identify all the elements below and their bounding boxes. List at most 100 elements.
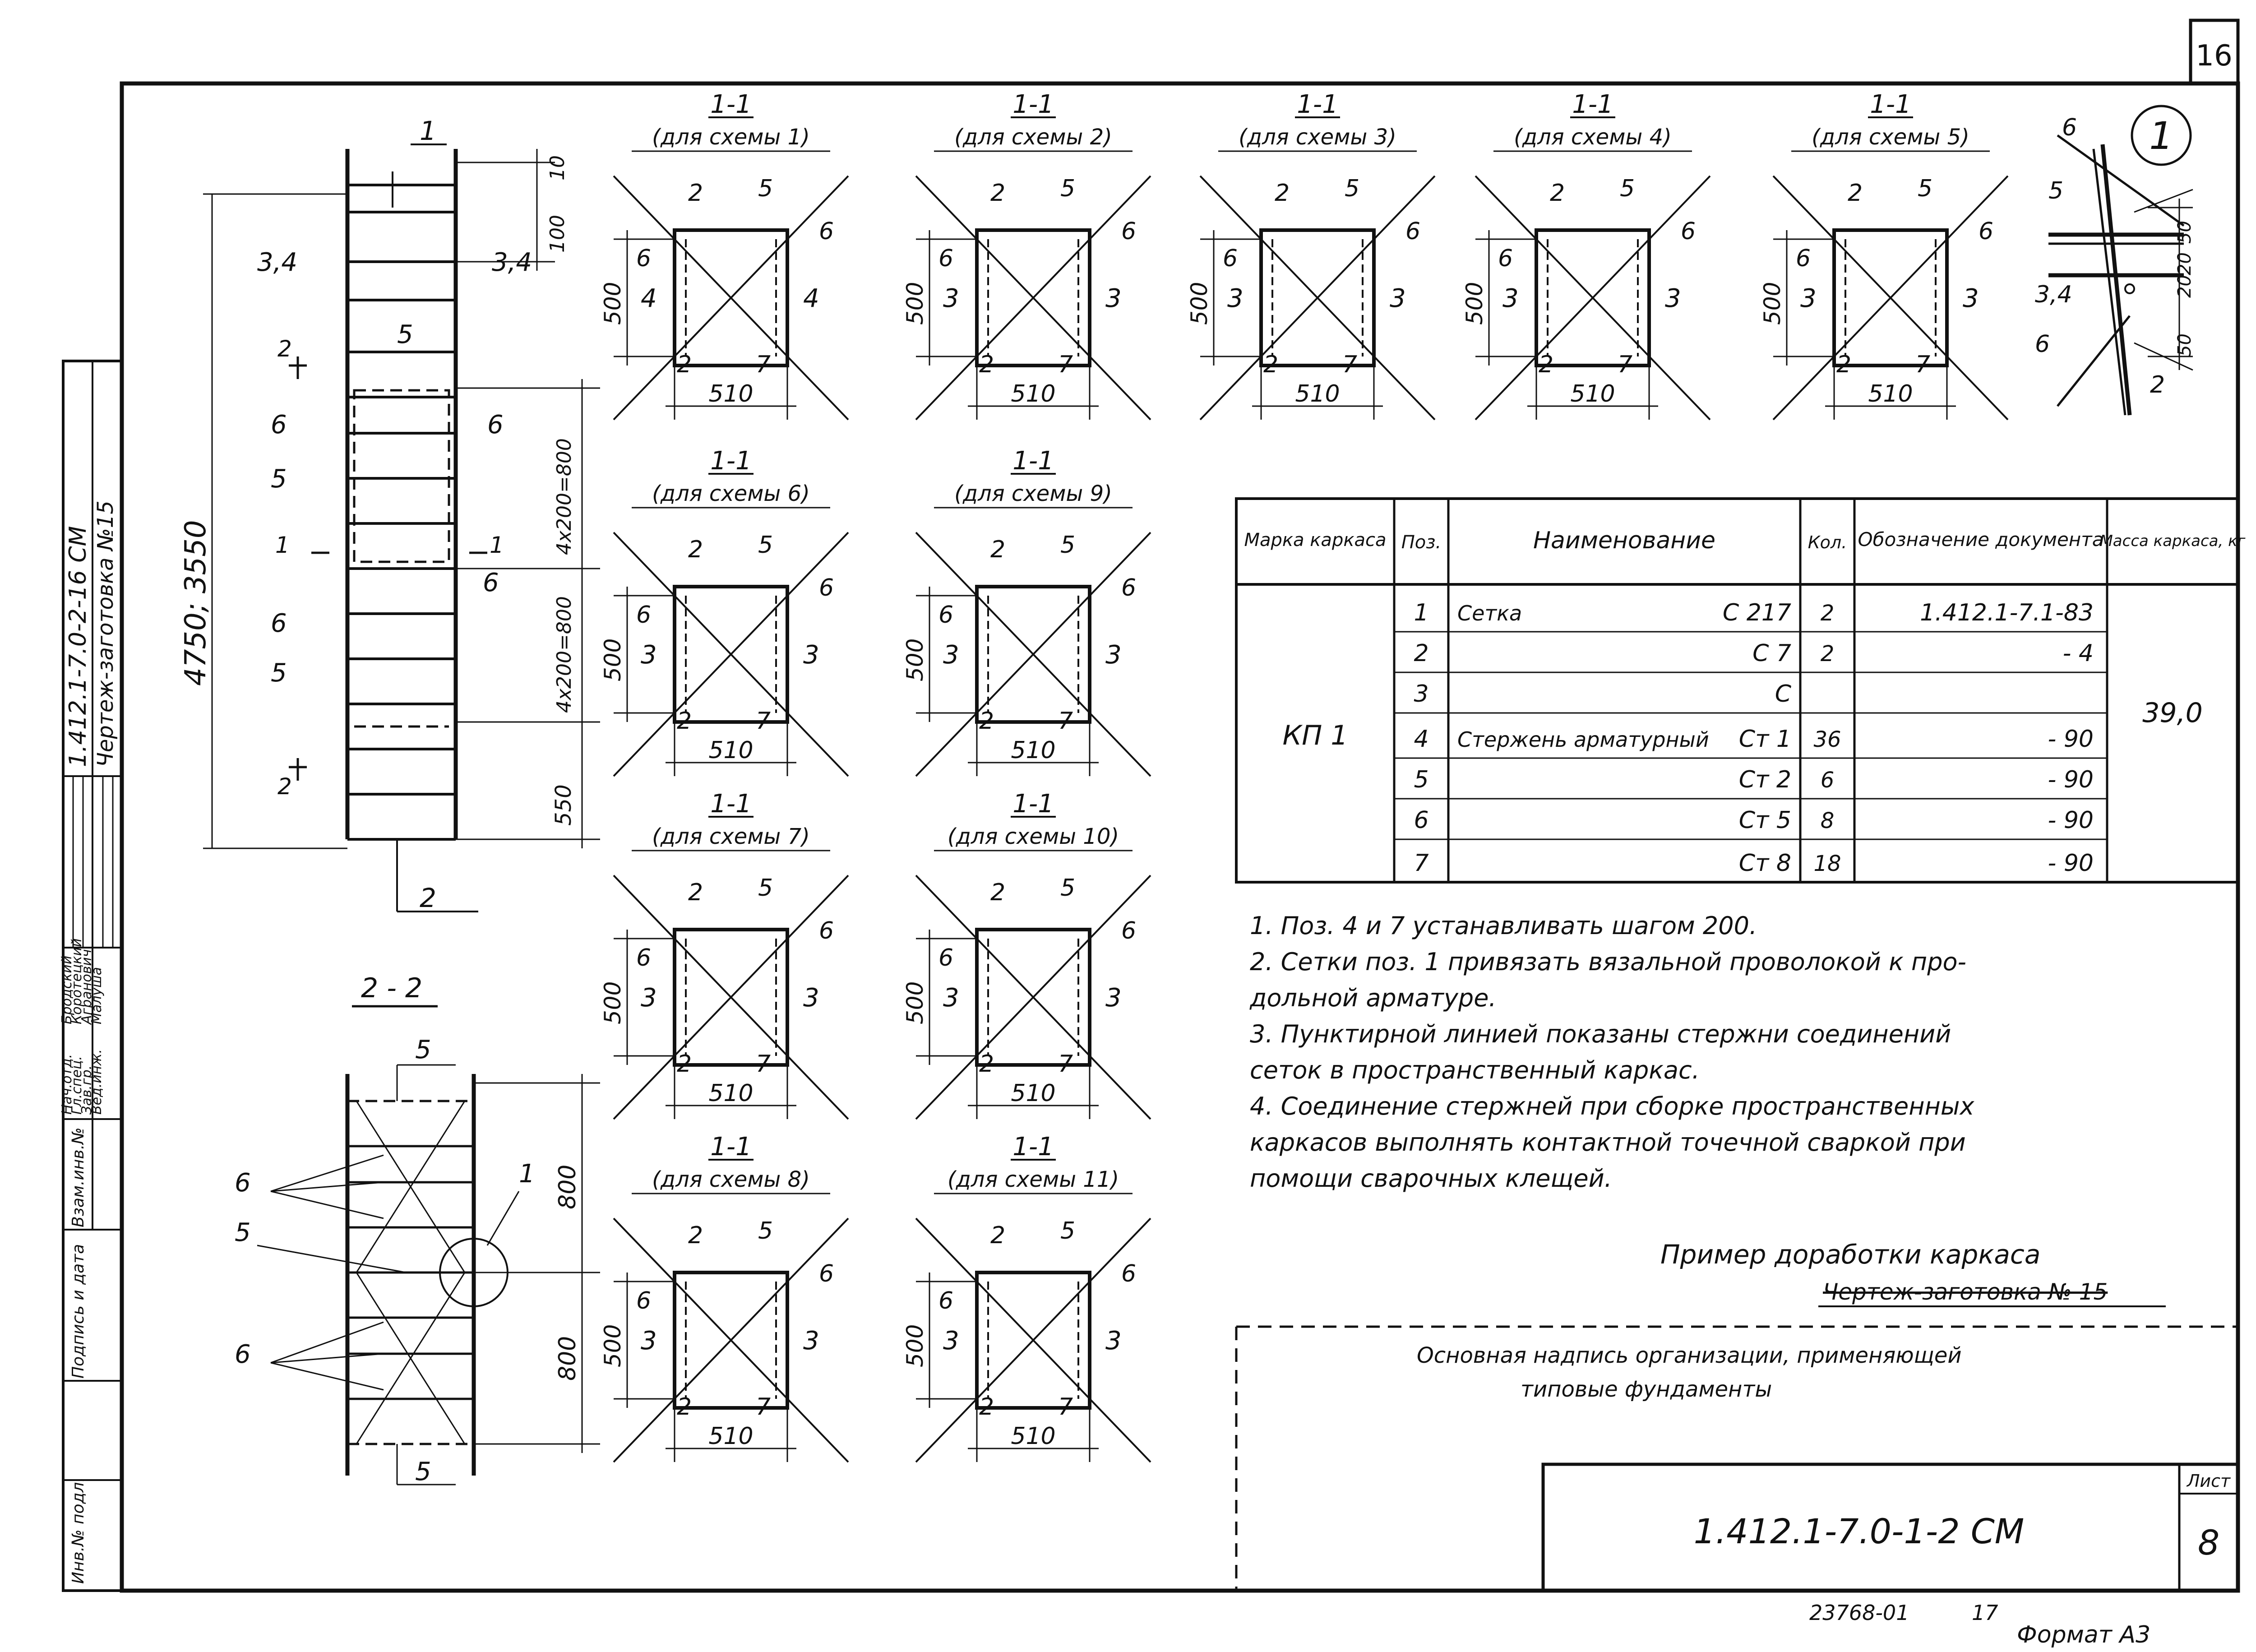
section-label-7: 7 — [1058, 708, 1073, 735]
elev-label-34-right: 3,4 — [492, 248, 532, 277]
side-stamp: 1.412.1-7.0-2-16 СМ Чертеж-заготовка №15… — [59, 360, 123, 1592]
node-dim-50b: 50 — [2174, 333, 2195, 356]
section-label-5: 5 — [758, 875, 773, 902]
note-line: 2. Сетки поз. 1 привязать вязальной пров… — [1250, 948, 1966, 976]
section-side-right: 3 — [1105, 983, 1122, 1013]
elev-label-5b: 5 — [271, 464, 287, 494]
elev-label-34-left: 3,4 — [257, 248, 297, 277]
archive-number: 23768-01 — [1809, 1601, 1909, 1625]
section-title: 1-1 — [710, 1132, 751, 1161]
section-dim-height: 500 — [600, 1324, 626, 1367]
example-title: Пример доработки каркаса — [1660, 1239, 2040, 1270]
elev-dim-lower: 4x200=800 — [553, 596, 576, 713]
section-label-2-bot: 2 — [1263, 351, 1278, 378]
stamp-role-4: Вед.инж. — [89, 1049, 105, 1115]
section-label-6-left: 6 — [636, 944, 651, 972]
note-line: помощи сварочных клещей. — [1250, 1164, 1612, 1193]
section-label-7: 7 — [756, 1393, 771, 1421]
section-label-5: 5 — [1060, 532, 1075, 559]
spec-row-doc: - 90 — [2048, 726, 2094, 753]
elev-dim-100: 100 — [546, 215, 569, 253]
section-subtitle: (для схемы 11) — [948, 1167, 1119, 1192]
spec-row-pos: 7 — [1414, 850, 1428, 877]
section-label-7: 7 — [1342, 351, 1357, 378]
section-label-2-bot: 2 — [1539, 351, 1553, 378]
org-note-line-2: типовые фундаменты — [1521, 1377, 1772, 1402]
title-area: Пример доработки каркаса Чертеж-заготовк… — [1235, 1239, 2240, 1648]
note-line: 3. Пунктирной линией показаны стержни со… — [1250, 1020, 1951, 1048]
elev-dim-10: 10 — [546, 155, 569, 180]
section-dim-height: 500 — [1461, 282, 1488, 325]
section-side-left: 3 — [641, 983, 657, 1013]
section-subtitle: (для схемы 5) — [1812, 125, 1969, 150]
section-label-5: 5 — [758, 175, 773, 202]
note-line: каркасов выполнять контактной точечной с… — [1250, 1128, 1966, 1157]
section-label-7: 7 — [756, 351, 771, 378]
node-label-6-bot: 6 — [2035, 331, 2050, 358]
section-dim-height: 500 — [902, 639, 928, 681]
s22-label-6a: 6 — [235, 1168, 251, 1198]
elev-label-2: 2 — [420, 883, 436, 913]
cell-mass: 39,0 — [2142, 697, 2203, 729]
th-qty: Кол. — [1808, 532, 1847, 552]
section-subtitle: (для схемы 8) — [652, 1167, 810, 1192]
node-label-2: 2 — [2150, 371, 2165, 398]
section-dim-height: 500 — [1759, 282, 1785, 325]
section-label-2-bot: 2 — [677, 1393, 692, 1421]
section-label-6-left: 6 — [1796, 245, 1811, 272]
section-dim-height: 500 — [902, 1324, 928, 1367]
section-label-5: 5 — [758, 532, 773, 559]
section-side-left: 3 — [943, 284, 959, 313]
section-label-2-top: 2 — [990, 536, 1005, 563]
section-2-2-title: 2 - 2 — [361, 972, 422, 1004]
th-mark: Марка каркаса — [1244, 530, 1386, 551]
archive-sub: 17 — [1972, 1601, 1998, 1625]
section-dim-width: 510 — [708, 1080, 753, 1107]
spec-row-pos: 3 — [1414, 680, 1428, 708]
stamp-name-2: Коротецкий — [69, 938, 85, 1024]
stamp-name-1: Бродский — [59, 956, 75, 1024]
stamp-col-original: Инв.№ подл. — [69, 1477, 88, 1584]
spec-row-doc: - 90 — [2048, 850, 2094, 877]
node-label-6-top: 6 — [2062, 114, 2077, 141]
elev-label-6c: 6 — [483, 568, 499, 597]
section-label-2-top: 2 — [1848, 180, 1863, 207]
spec-row-pos: 4 — [1414, 726, 1428, 753]
section-title: 1-1 — [1012, 789, 1054, 819]
section-subtitle: (для схемы 2) — [954, 125, 1112, 150]
section-subtitle: (для схемы 10) — [948, 824, 1119, 849]
elev-label-6b: 6 — [487, 410, 504, 440]
section-side-left: 4 — [641, 284, 657, 313]
spec-row-doc: - 90 — [2048, 766, 2094, 793]
section-title: 1-1 — [1870, 90, 1911, 119]
section-title: 1-1 — [710, 90, 751, 119]
section-subtitle: (для схемы 1) — [652, 125, 810, 150]
elev-label-6d: 6 — [271, 609, 287, 638]
detail-circle-number: 1 — [2149, 114, 2173, 158]
note-line: дольной арматуре. — [1249, 984, 1497, 1012]
section-subtitle: (для схемы 4) — [1514, 125, 1672, 150]
spec-row-qty: 2 — [1821, 601, 1835, 626]
section-label-5: 5 — [758, 1217, 773, 1245]
section-label-5: 5 — [1060, 1217, 1075, 1245]
section-label-6-right: 6 — [819, 574, 834, 602]
elev-label-1: 1 — [420, 116, 436, 146]
section-dim-height: 500 — [902, 282, 928, 325]
notes: 1. Поз. 4 и 7 устанавливать шагом 200.2.… — [1249, 912, 1975, 1193]
section-label-6-right: 6 — [819, 1260, 834, 1287]
section-side-right: 3 — [1963, 284, 1979, 313]
section-side-left: 3 — [943, 983, 959, 1013]
section-side-right: 4 — [803, 284, 819, 313]
stamp-role-3: Зав.гр. — [79, 1065, 95, 1115]
node-dim-20a: 20 — [2174, 252, 2195, 275]
th-pos: Поз. — [1401, 532, 1442, 553]
spec-row-code: Ст 8 — [1739, 850, 1791, 877]
section-label-2-bot: 2 — [1836, 351, 1851, 378]
section-side-right: 3 — [803, 1326, 819, 1356]
